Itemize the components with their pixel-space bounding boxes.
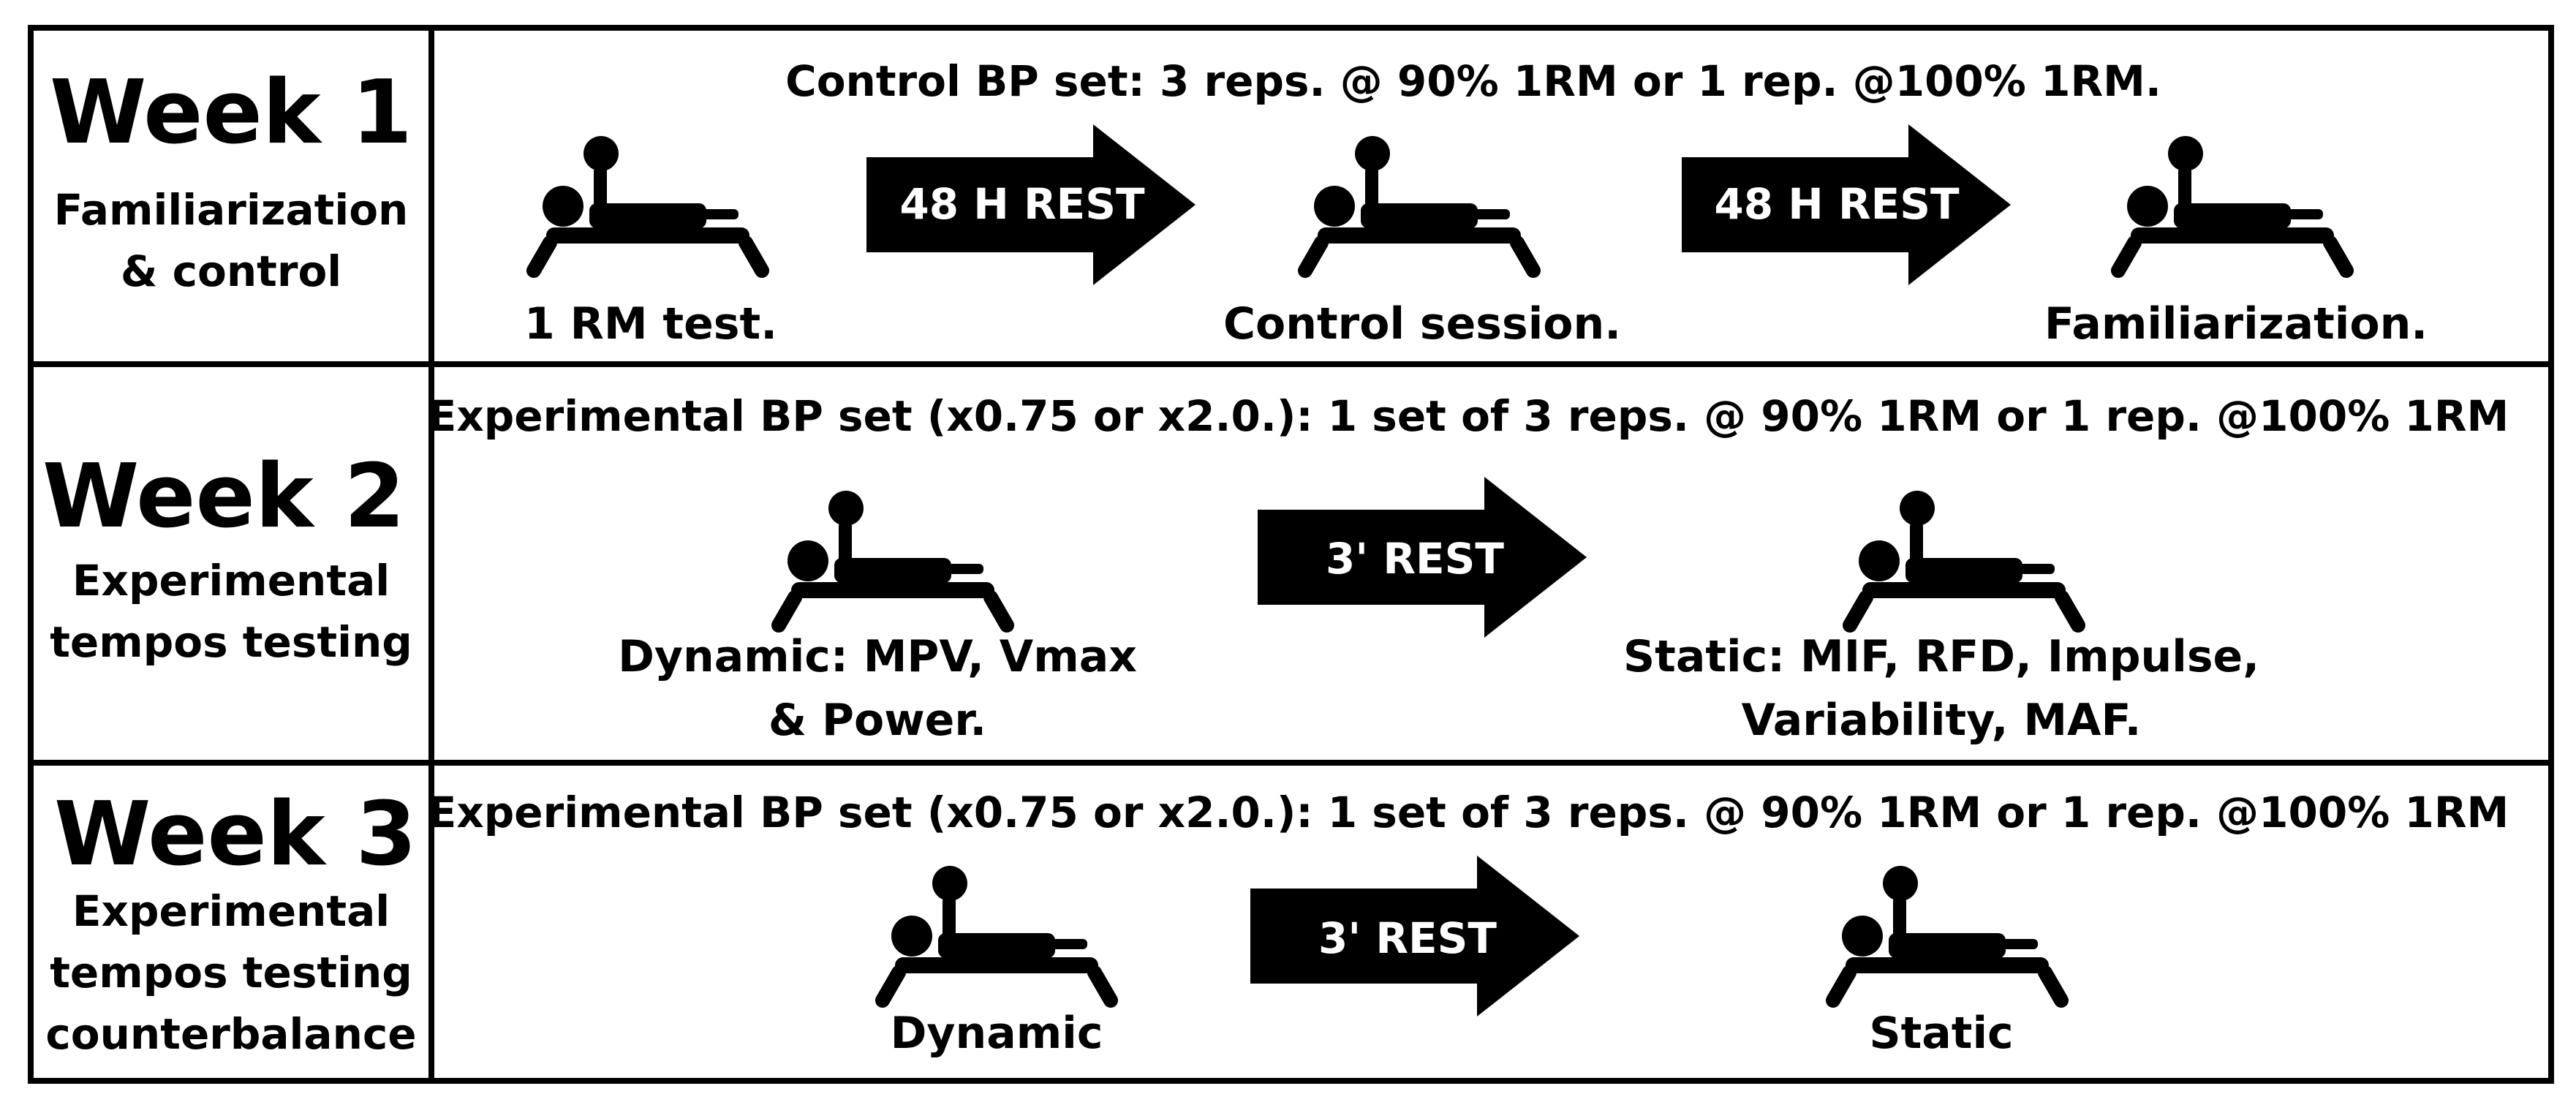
bench-press-icon: [1305, 136, 1533, 271]
week1-caption-1rm-test: 1 RM test.: [524, 298, 777, 350]
bench-press-icon: [2118, 136, 2346, 271]
week3-subtitle-line3: counterbalance: [45, 1009, 417, 1059]
bench-press-icon: [779, 491, 1007, 625]
week2-caption-dynamic-line1: Dynamic: MPV, Vmax: [618, 631, 1137, 682]
week3-set-text: Experimental BP set (x0.75 or x2.0.): 1 …: [427, 788, 2509, 837]
week1-arrow2-label: 48 H REST: [1714, 179, 1960, 229]
week3-arrow-label: 3' REST: [1318, 913, 1497, 963]
week3-caption-dynamic: Dynamic: [890, 1008, 1103, 1059]
week1-arrow1-label: 48 H REST: [899, 179, 1145, 229]
week2-set-text: Experimental BP set (x0.75 or x2.0.): 1 …: [427, 391, 2509, 441]
week1-title: Week 1: [50, 62, 412, 164]
week2-caption-static-line1: Static: MIF, RFD, Impulse,: [1623, 631, 2260, 682]
week2-subtitle-line2: tempos testing: [50, 617, 412, 667]
bench-press-icon: [1833, 866, 2061, 1000]
week1-subtitle-line2: & control: [120, 246, 342, 296]
week3-subtitle-line1: Experimental: [72, 886, 390, 936]
week1-subtitle-line1: Familiarization: [53, 185, 409, 235]
week1-caption-control-session: Control session.: [1223, 298, 1622, 350]
week2-caption-dynamic-line2: & Power.: [768, 695, 987, 746]
week2-arrow-label: 3' REST: [1326, 534, 1504, 584]
bench-press-icon: [534, 136, 762, 271]
bench-press-icon: [1850, 491, 2078, 625]
week1-caption-familiarization: Familiarization.: [2044, 298, 2428, 350]
week3-subtitle-line2: tempos testing: [50, 948, 412, 997]
week1-set-text: Control BP set: 3 reps. @ 90% 1RM or 1 r…: [785, 56, 2161, 106]
week3-caption-static: Static: [1869, 1008, 2014, 1059]
week3-title: Week 3: [54, 784, 417, 886]
bench-press-icon: [883, 866, 1111, 1000]
week2-caption-static-line2: Variability, MAF.: [1741, 695, 2142, 746]
week2-subtitle-line1: Experimental: [72, 556, 390, 606]
week2-title: Week 2: [42, 446, 405, 548]
